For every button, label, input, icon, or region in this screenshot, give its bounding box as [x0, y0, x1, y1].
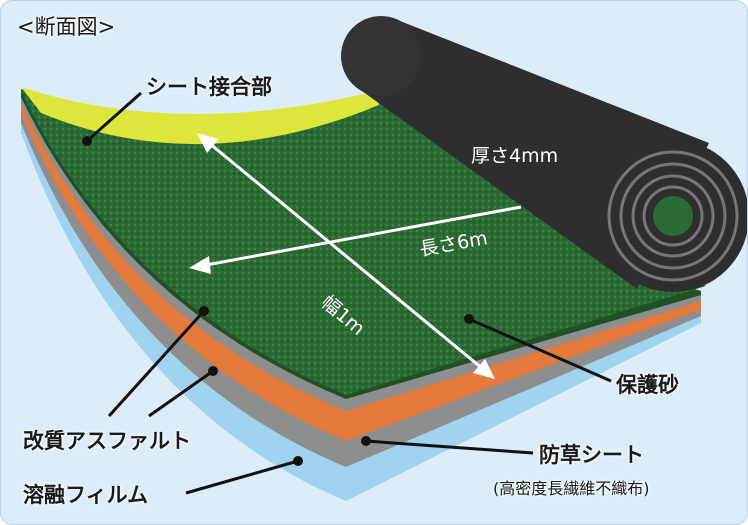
callout-asphalt-line-2: [148, 369, 214, 418]
label-weed-sheet: 防草シート: [539, 443, 644, 467]
callout-weed-dot: [361, 436, 371, 446]
callout-film-line: [185, 459, 299, 495]
callout-asphalt-line-1: [107, 309, 206, 418]
callout-sand-line: [468, 317, 612, 383]
callout-asphalt-dot-1: [199, 306, 209, 316]
width-arrow: [197, 133, 495, 379]
label-film: 溶融フィルム: [23, 483, 149, 507]
callout-joint-line: [86, 91, 142, 143]
callout-film-dot: [293, 456, 303, 466]
joint-strip: [21, 87, 379, 145]
diagram-title: <断面図>: [17, 15, 116, 39]
label-weed-sheet-sub: (高密度長繊維不織布): [493, 479, 650, 498]
callout-joint-dot: [82, 136, 92, 146]
callout-sand-dot: [464, 314, 474, 324]
callout-asphalt-dot-2: [208, 366, 218, 376]
label-thickness: 厚さ4mm: [471, 145, 559, 167]
length-arrow: [189, 205, 522, 274]
roll-end-right: [597, 140, 747, 292]
label-joint: シート接合部: [146, 75, 272, 99]
label-asphalt: 改質アスファルト: [23, 429, 191, 453]
roll-end-left: [341, 16, 421, 96]
callout-weed-line: [365, 439, 534, 455]
label-sand: 保護砂: [616, 373, 679, 397]
layer-protective-sand: [21, 89, 706, 395]
